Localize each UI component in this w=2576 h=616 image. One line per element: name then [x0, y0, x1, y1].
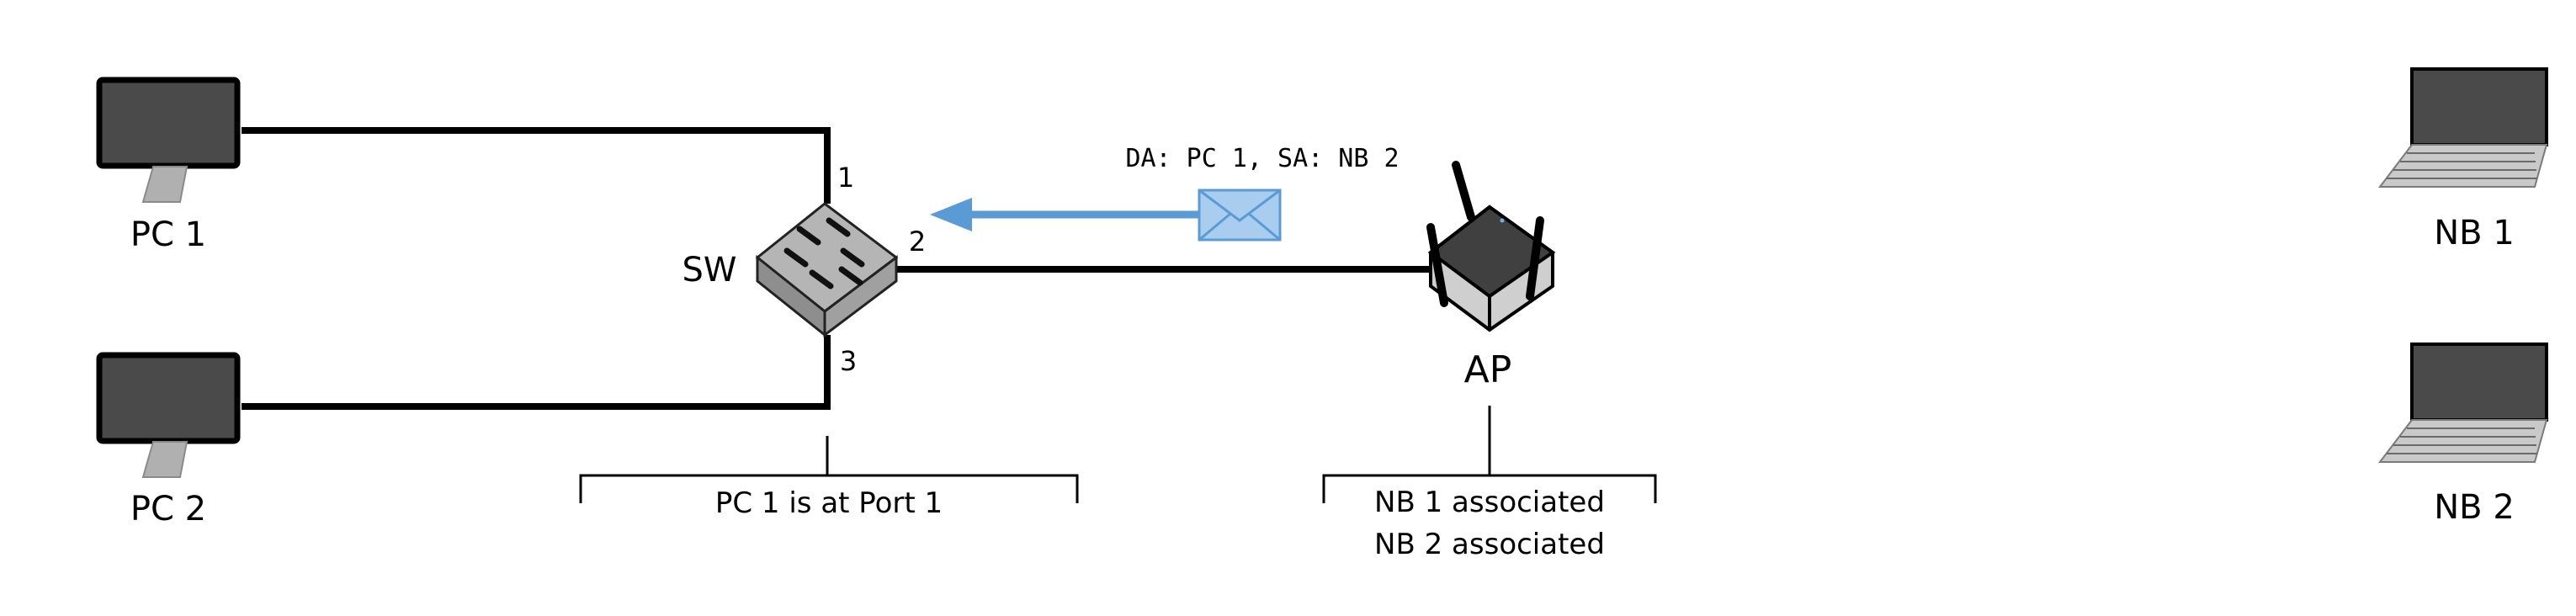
ap-table-entry-2: NB 2 associated: [1374, 528, 1605, 561]
port-2-label: 2: [909, 226, 926, 258]
access-point-icon[interactable]: [1426, 161, 1556, 332]
pc1-monitor-icon[interactable]: [96, 77, 241, 203]
nb1-label: NB 1: [2434, 214, 2515, 252]
frame-label: DA: PC 1, SA: NB 2: [1125, 144, 1399, 173]
cable-pc1-sw-port1: [242, 127, 831, 204]
ap-label: AP: [1464, 348, 1512, 391]
cable-pc2-sw-port3: [242, 335, 831, 410]
switch-icon[interactable]: [755, 202, 899, 338]
nb2-label: NB 2: [2434, 488, 2515, 527]
ap-table-bracket: [1322, 406, 1657, 503]
ap-table-entry-1: NB 1 associated: [1374, 486, 1605, 519]
nb1-laptop-icon[interactable]: [2377, 67, 2548, 188]
pc2-monitor-icon[interactable]: [96, 352, 241, 478]
port-1-label: 1: [837, 162, 854, 194]
switch-label: SW: [683, 251, 737, 289]
nb2-laptop-icon[interactable]: [2377, 343, 2548, 463]
pc2-label: PC 2: [130, 490, 206, 528]
pc1-label: PC 1: [130, 215, 206, 254]
switch-table-entry: PC 1 is at Port 1: [715, 486, 943, 520]
envelope-icon: [1198, 189, 1282, 242]
port-3-label: 3: [840, 345, 857, 377]
frame-arrow: [930, 198, 1199, 231]
cables: [242, 127, 1431, 410]
switch-table-bracket: [579, 436, 1079, 503]
